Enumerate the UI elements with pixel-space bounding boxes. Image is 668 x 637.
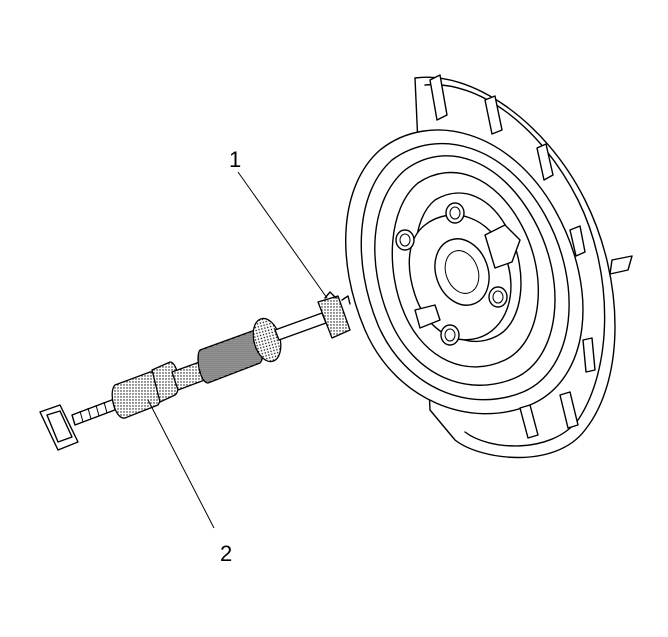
adjuster-assembly — [39, 291, 351, 451]
callout-leader-1 — [237, 171, 328, 299]
backing-plate — [345, 74, 633, 459]
callout-label-1: 1 — [229, 147, 241, 172]
callout-leader-2 — [147, 399, 215, 529]
callout-label-2: 2 — [220, 541, 232, 566]
